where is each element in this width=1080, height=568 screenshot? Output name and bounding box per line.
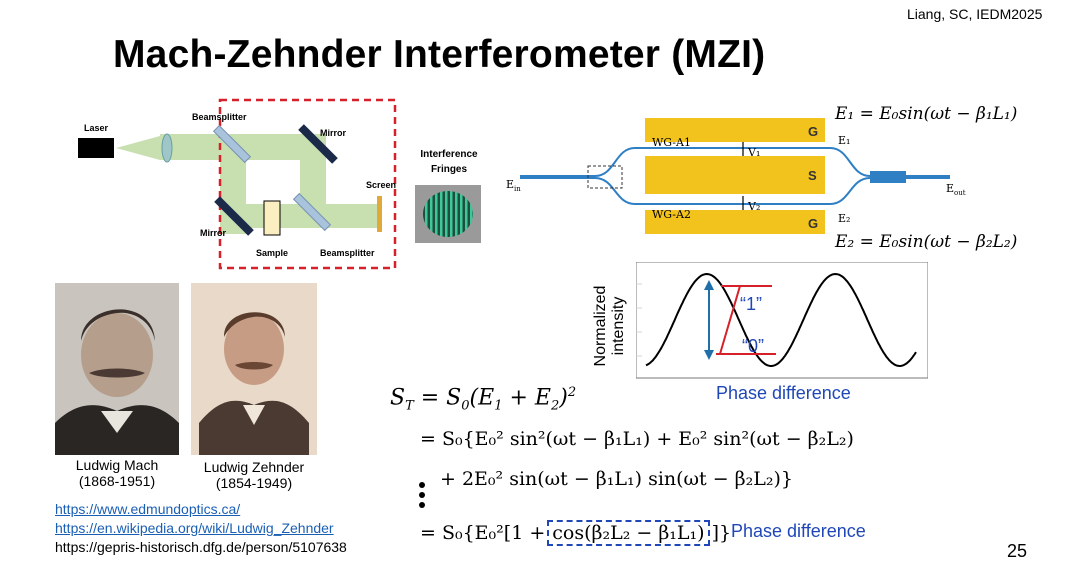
label-zero: “0” bbox=[742, 336, 764, 356]
output-coupler bbox=[870, 171, 906, 183]
beamsplitter-top-label: Beamsplitter bbox=[192, 112, 247, 122]
lens bbox=[162, 134, 172, 162]
laser-label: Laser bbox=[84, 123, 109, 133]
ein-label: Ein bbox=[506, 178, 521, 193]
label-one: “1” bbox=[740, 294, 762, 314]
e1-port-label: E₁ bbox=[838, 134, 850, 147]
eq-line4-suffix: ]} bbox=[712, 522, 732, 544]
sample-label: Sample bbox=[256, 248, 288, 258]
mach-caption: Ludwig Mach (1868-1951) bbox=[55, 457, 179, 489]
wg-a1-label: WG-A1 bbox=[652, 136, 691, 149]
e2-port-label: E₂ bbox=[838, 212, 850, 225]
vertical-ellipsis bbox=[419, 482, 427, 508]
mzi-schematic: Laser Beamsplitter Mirror Screen Mirror … bbox=[70, 96, 410, 272]
fringes-caption: Interference Fringes bbox=[418, 147, 480, 177]
e1-equation: E₁ = E₀sin(ωt − β₁L₁) bbox=[835, 104, 1017, 124]
eq-line4: = S₀{E₀²[1 + cos(β₂L₂ − β₁L₁) ]} bbox=[420, 520, 731, 546]
citation: Liang, SC, IEDM2025 bbox=[907, 6, 1042, 22]
mach-name: Ludwig Mach bbox=[55, 457, 179, 473]
eq-line4-prefix: = S₀{E₀²[1 + bbox=[420, 522, 545, 544]
zehnder-name: Ludwig Zehnder bbox=[186, 459, 322, 475]
zehnder-caption: Ludwig Zehnder (1854-1949) bbox=[186, 459, 322, 491]
phase-term-box: cos(β₂L₂ − β₁L₁) bbox=[547, 520, 709, 546]
eq-line1: ST = S0(E1 + E2)2 bbox=[390, 385, 576, 414]
screen-label: Screen bbox=[366, 180, 396, 190]
electrode-s bbox=[645, 156, 825, 194]
mirror-bottom-label: Mirror bbox=[200, 228, 227, 238]
interference-fringes-image bbox=[415, 185, 481, 243]
eq-line3: + 2E₀² sin(ωt − β₁L₁) sin(ωt − β₂L₂)} bbox=[440, 468, 793, 490]
ylabel-line1: Normalized bbox=[592, 276, 610, 376]
portrait-ludwig-zehnder bbox=[191, 283, 317, 455]
intensity-phase-plot: “1” “0” bbox=[636, 262, 928, 380]
g-bottom-label: G bbox=[808, 216, 818, 231]
sample-block bbox=[264, 201, 280, 235]
ylabel-line2: intensity bbox=[610, 276, 628, 376]
eq-line2: = S₀{E₀² sin²(ωt − β₁L₁) + E₀² sin²(ωt −… bbox=[420, 428, 854, 450]
slide-title: Mach-Zehnder Interferometer (MZI) bbox=[113, 33, 765, 77]
wg-a2-label: WG-A2 bbox=[652, 208, 691, 221]
v2-label: V₂ bbox=[747, 200, 760, 213]
laser-beam-cone bbox=[116, 136, 160, 160]
s-label: S bbox=[808, 168, 817, 183]
mach-years: (1868-1951) bbox=[55, 473, 179, 489]
g-top-label: G bbox=[808, 124, 818, 139]
portrait-ludwig-mach bbox=[55, 283, 179, 455]
plot-ylabel: Normalized intensity bbox=[590, 268, 636, 378]
eout-label: Eout bbox=[946, 182, 966, 197]
fringes-caption-line1: Interference bbox=[418, 147, 480, 162]
plot-xlabel: Phase difference bbox=[716, 383, 851, 404]
fringes-caption-line2: Fringes bbox=[418, 162, 480, 177]
e2-equation: E₂ = E₀sin(ωt − β₂L₂) bbox=[835, 232, 1017, 252]
link-edmundoptics[interactable]: https://www.edmundoptics.ca/ bbox=[55, 501, 240, 517]
laser-box bbox=[78, 138, 114, 158]
zehnder-years: (1854-1949) bbox=[186, 475, 322, 491]
link-wikipedia-zehnder[interactable]: https://en.wikipedia.org/wiki/Ludwig_Zeh… bbox=[55, 520, 334, 536]
page-number: 25 bbox=[1007, 541, 1027, 562]
mirror-top-label: Mirror bbox=[320, 128, 347, 138]
beamsplitter-bottom-label: Beamsplitter bbox=[320, 248, 375, 258]
link-gepris[interactable]: https://gepris-historisch.dfg.de/person/… bbox=[55, 539, 347, 555]
screen-bar bbox=[377, 196, 382, 232]
v1-label: V₁ bbox=[747, 146, 760, 159]
phase-difference-label: Phase difference bbox=[731, 521, 866, 542]
